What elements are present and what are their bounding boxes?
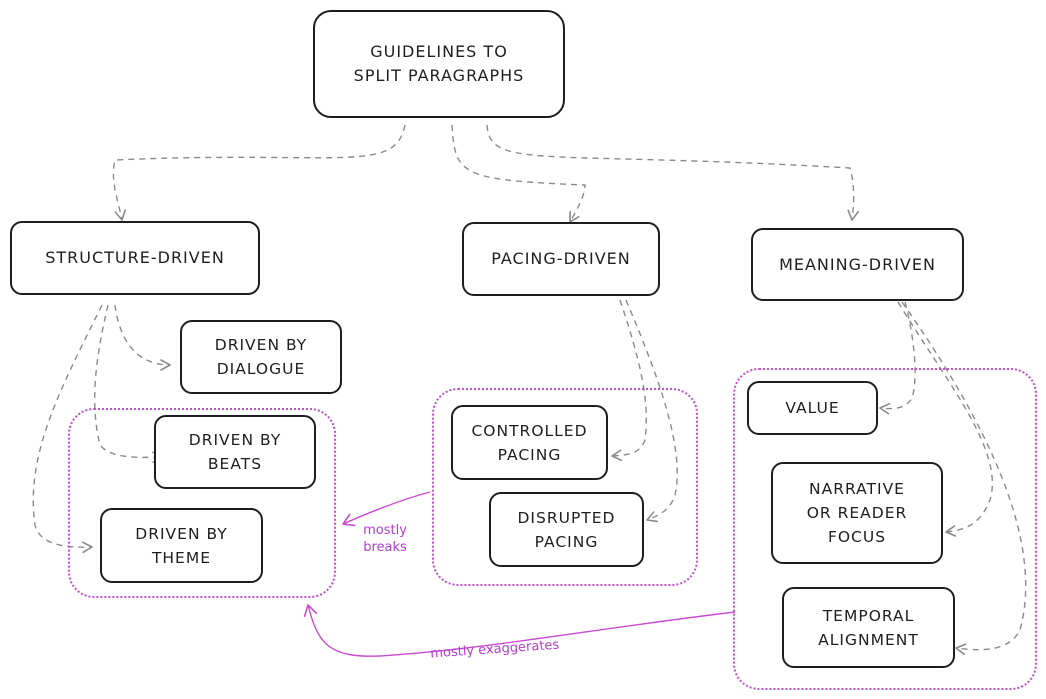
mostly-breaks-label: mostly breaks bbox=[363, 523, 407, 555]
structure-group bbox=[68, 408, 336, 598]
driven-by-dialogue-node[interactable]: DRIVEN BY DIALOGUE bbox=[180, 320, 342, 394]
edge-meaning-exaggerates-structure bbox=[303, 604, 736, 657]
narrative-or-reader-focus-node[interactable]: NARRATIVE OR READER FOCUS bbox=[771, 462, 943, 564]
structure-driven-node[interactable]: STRUCTURE-DRIVEN bbox=[10, 221, 260, 295]
edge-pacing-controlled bbox=[611, 299, 647, 462]
edge-root-pacing bbox=[451, 124, 586, 223]
edge-structure-theme bbox=[32, 304, 103, 554]
driven-by-beats-node[interactable]: DRIVEN BY BEATS bbox=[154, 415, 316, 489]
root-node[interactable]: GUIDELINES TO SPLIT PARAGRAPHS bbox=[313, 10, 565, 118]
disrupted-pacing-node[interactable]: DISRUPTED PACING bbox=[489, 492, 644, 567]
edge-root-meaning bbox=[486, 124, 859, 221]
temporal-alignment-node[interactable]: TEMPORAL ALIGNMENT bbox=[782, 587, 955, 668]
pacing-group bbox=[432, 388, 698, 586]
meaning-group bbox=[733, 368, 1037, 690]
edge-meaning-temporal bbox=[901, 301, 1027, 655]
value-node[interactable]: VALUE bbox=[747, 381, 878, 435]
pacing-driven-node[interactable]: PACING-DRIVEN bbox=[462, 222, 660, 296]
controlled-pacing-node[interactable]: CONTROLLED PACING bbox=[451, 405, 608, 480]
edge-meaning-narrative bbox=[897, 301, 993, 537]
meaning-driven-node[interactable]: MEANING-DRIVEN bbox=[751, 228, 964, 301]
edge-structure-dialogue bbox=[114, 304, 171, 371]
driven-by-theme-node[interactable]: DRIVEN BY THEME bbox=[100, 508, 263, 583]
edge-root-structure bbox=[112, 124, 406, 221]
edge-pacing-disrupted bbox=[625, 299, 678, 523]
edge-structure-beats bbox=[94, 304, 163, 464]
edge-pacing-breaks-structure bbox=[342, 491, 431, 527]
